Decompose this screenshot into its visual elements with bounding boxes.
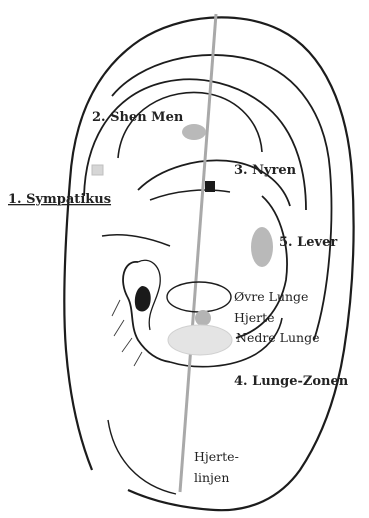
nedre-lunge-zone: [168, 325, 232, 355]
ovre-lunge-zone: [167, 282, 231, 312]
label-nedre-lunge: Nedre Lunge: [236, 330, 319, 345]
shading-strokes: [112, 300, 142, 366]
tragus-marker: [135, 286, 151, 311]
label-hjertelinjen-1: Hjerte-: [194, 449, 239, 464]
shen-men-point: [182, 124, 206, 140]
lobule-contour: [108, 420, 176, 494]
tragus: [123, 262, 170, 362]
heart-line: [180, 14, 216, 492]
sympatikus-point: [92, 165, 103, 175]
cymba-line: [150, 190, 230, 200]
label-shen-men: 2. Shen Men: [92, 110, 184, 125]
label-sympatikus: 1. Sympatikus: [8, 192, 111, 207]
label-hjerte: Hjerte: [234, 310, 275, 325]
label-ovre-lunge: Øvre Lunge: [234, 289, 308, 304]
label-lever: 5. Lever: [279, 235, 337, 250]
concha-left: [102, 235, 170, 246]
nyren-point: [205, 181, 215, 192]
hjerte-point: [195, 310, 211, 326]
label-nyren: 3. Nyren: [234, 163, 297, 178]
label-lunge-zonen: 4. Lunge-Zonen: [234, 374, 349, 389]
lever-point: [251, 227, 273, 267]
label-hjertelinjen-2: linjen: [194, 470, 229, 485]
